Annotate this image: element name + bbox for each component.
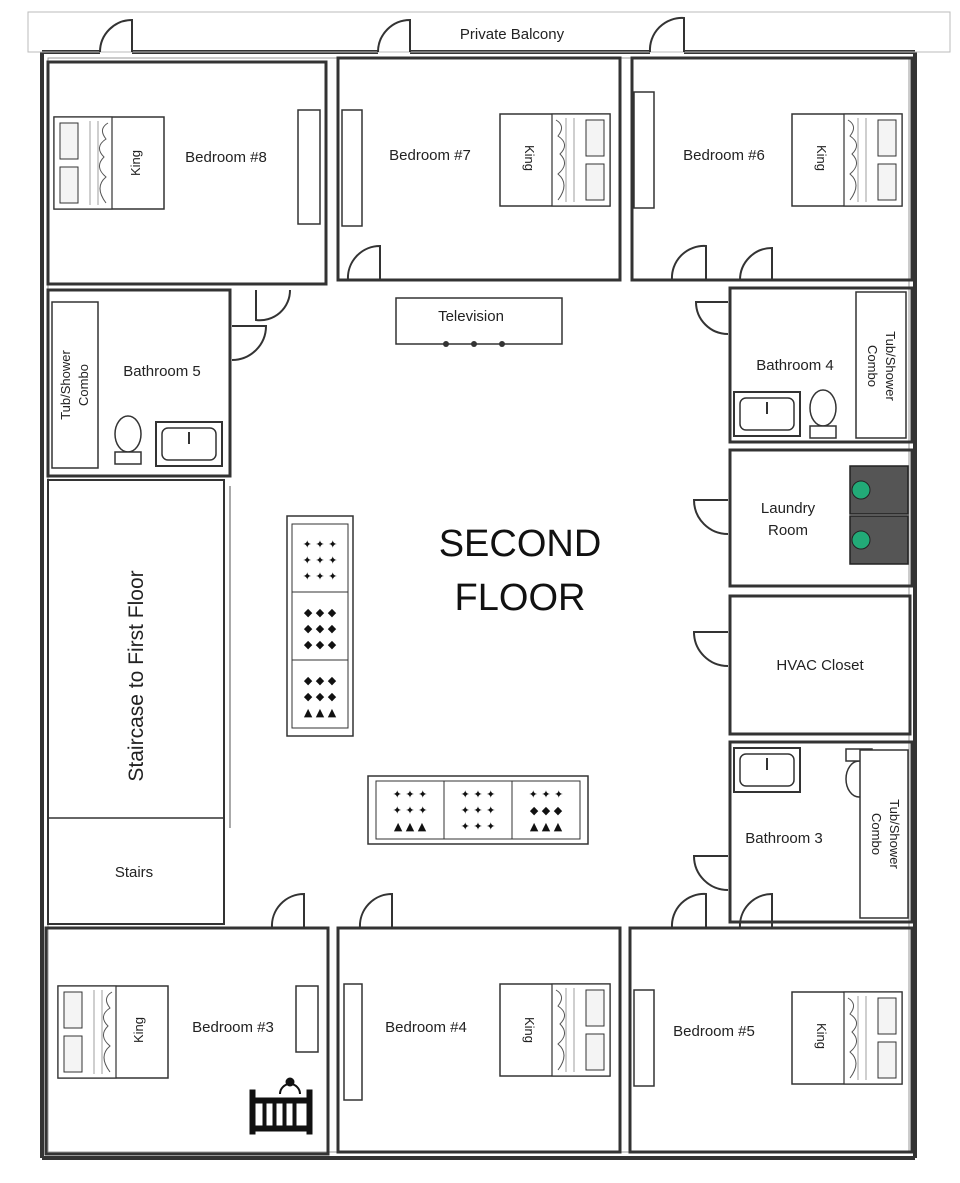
bedroom-6: King Bedroom #6	[630, 56, 914, 282]
bedroom-7: King Bedroom #7	[336, 56, 622, 282]
bathroom-3-label: Bathroom 3	[745, 830, 823, 847]
sink-icon	[155, 421, 223, 467]
svg-text:◆ ◆ ◆: ◆ ◆ ◆	[530, 804, 563, 817]
bed-label: King	[128, 150, 143, 176]
dresser-icon	[341, 109, 363, 227]
bathroom-3-door[interactable]	[692, 855, 729, 891]
dresser-icon	[295, 985, 319, 1053]
bed-label: King	[522, 145, 537, 171]
bedroom-4-label: Bedroom #4	[385, 1019, 467, 1036]
svg-text:✦ ✦ ✦: ✦ ✦ ✦	[303, 570, 338, 583]
laundry-door[interactable]	[692, 499, 729, 535]
tub-label-line1: Tub/Shower	[887, 799, 902, 869]
svg-text:◆ ◆ ◆: ◆ ◆ ◆	[304, 622, 337, 635]
bed-label: King	[814, 1023, 829, 1049]
svg-text:▲ ▲ ▲: ▲ ▲ ▲	[530, 820, 563, 833]
dresser-icon	[343, 983, 363, 1101]
television-label: Television	[438, 308, 504, 325]
bedroom-3: King Bedroom #3	[44, 926, 330, 1156]
hvac-label: HVAC Closet	[776, 657, 864, 674]
living-area: SECOND FLOOR ✦ ✦ ✦ ✦ ✦ ✦ ✦ ✦ ✦ ◆ ◆ ◆ ◆ ◆ ◆ ◆…	[286, 515, 602, 845]
sofa-vertical-icon: ✦ ✦ ✦ ✦ ✦ ✦ ✦ ✦ ✦ ◆ ◆ ◆ ◆ ◆ ◆ ◆ ◆ ◆ ◆ ◆ ◆ ◆ ◆…	[286, 515, 354, 737]
bathroom-4-door[interactable]	[694, 301, 729, 335]
svg-text:◆ ◆ ◆: ◆ ◆ ◆	[304, 638, 337, 651]
bedroom-7-label: Bedroom #7	[389, 147, 471, 164]
bed-bedroom-7	[499, 113, 611, 207]
bed-label: King	[814, 145, 829, 171]
television: Television	[395, 297, 563, 347]
svg-text:✦ ✦ ✦: ✦ ✦ ✦	[393, 788, 428, 801]
bedroom-4: King Bedroom #4	[336, 926, 622, 1154]
bedroom-doors-bottom[interactable]	[270, 892, 773, 929]
hvac-door[interactable]	[692, 631, 729, 667]
laundry-label-line2: Room	[768, 522, 808, 539]
bathroom-4: Tub/Shower Combo Bathroom 4	[728, 286, 914, 444]
svg-text:◆ ◆ ◆: ◆ ◆ ◆	[304, 690, 337, 703]
sink-icon	[733, 391, 801, 437]
stairs-label: Stairs	[115, 864, 153, 881]
bathroom-3: Tub/Shower Combo Bathroom 3	[728, 740, 914, 924]
tub-label-line2: Combo	[869, 813, 884, 855]
tub-shower	[855, 291, 907, 439]
bed-bedroom-6	[791, 113, 903, 207]
sink-icon	[733, 747, 801, 793]
balcony-label: Private Balcony	[460, 26, 565, 43]
staircase: Staircase to First Floor Stairs	[47, 479, 231, 925]
floor-title-line1: SECOND	[439, 523, 602, 565]
tub-label-line1: Tub/Shower	[58, 350, 73, 420]
dryer-icon	[849, 515, 909, 565]
bedroom-3-label: Bedroom #3	[192, 1019, 274, 1036]
bedroom-8: King Bedroom #8	[46, 60, 328, 286]
dresser-icon	[633, 989, 655, 1087]
bed-bedroom-5	[791, 991, 903, 1085]
bathroom-5-label: Bathroom 5	[123, 363, 201, 380]
staircase-label: Staircase to First Floor	[125, 570, 148, 781]
laundry-room: Laundry Room	[728, 448, 914, 588]
balcony-doors[interactable]	[99, 16, 685, 53]
dresser-icon	[633, 91, 655, 209]
svg-text:✦ ✦ ✦: ✦ ✦ ✦	[303, 538, 338, 551]
bedroom-8-label: Bedroom #8	[185, 149, 267, 166]
svg-text:✦ ✦ ✦: ✦ ✦ ✦	[529, 788, 564, 801]
bathroom-5-door[interactable]	[231, 325, 268, 361]
bathroom-4-label: Bathroom 4	[756, 357, 834, 374]
tub-label-line2: Combo	[76, 364, 91, 406]
bedroom-5-label: Bedroom #5	[673, 1023, 755, 1040]
svg-text:▲ ▲ ▲: ▲ ▲ ▲	[304, 706, 337, 719]
bed-label: King	[131, 1017, 146, 1043]
sofa-horizontal-icon: ✦ ✦ ✦ ✦ ✦ ✦ ▲ ▲ ▲ ✦ ✦ ✦ ✦ ✦ ✦ ✦ ✦ ✦ ✦ ✦ ✦ ◆ ◆…	[367, 775, 589, 845]
svg-text:✦ ✦ ✦: ✦ ✦ ✦	[461, 804, 496, 817]
bedroom-5: King Bedroom #5	[628, 926, 914, 1154]
tub-shower	[51, 301, 99, 469]
svg-text:◆ ◆ ◆: ◆ ◆ ◆	[304, 674, 337, 687]
crib-icon	[249, 1077, 313, 1135]
floor-title-line2: FLOOR	[455, 577, 586, 619]
bed-bedroom-4	[499, 983, 611, 1077]
dresser-icon	[297, 109, 321, 225]
tub-shower	[859, 749, 909, 919]
bedroom-6-label: Bedroom #6	[683, 147, 765, 164]
toilet-icon	[114, 415, 142, 465]
svg-text:✦ ✦ ✦: ✦ ✦ ✦	[461, 820, 496, 833]
toilet-icon	[809, 389, 837, 439]
svg-text:◆ ◆ ◆: ◆ ◆ ◆	[304, 606, 337, 619]
bedroom-doors-top[interactable]	[255, 244, 773, 322]
svg-text:✦ ✦ ✦: ✦ ✦ ✦	[393, 804, 428, 817]
svg-text:✦ ✦ ✦: ✦ ✦ ✦	[461, 788, 496, 801]
private-balcony: Private Balcony	[27, 11, 951, 53]
tub-label-line2: Combo	[865, 345, 880, 387]
washer-icon	[849, 465, 909, 515]
hvac-closet: HVAC Closet	[728, 594, 912, 736]
svg-text:✦ ✦ ✦: ✦ ✦ ✦	[303, 554, 338, 567]
bed-bedroom-3	[57, 985, 169, 1079]
bed-label: King	[522, 1017, 537, 1043]
bathroom-5: Tub/Shower Combo Bathroom 5	[46, 288, 232, 478]
laundry-label-line1: Laundry	[761, 500, 816, 517]
svg-text:▲ ▲ ▲: ▲ ▲ ▲	[394, 820, 427, 833]
tub-label-line1: Tub/Shower	[883, 331, 898, 401]
bed-bedroom-8	[53, 116, 165, 210]
